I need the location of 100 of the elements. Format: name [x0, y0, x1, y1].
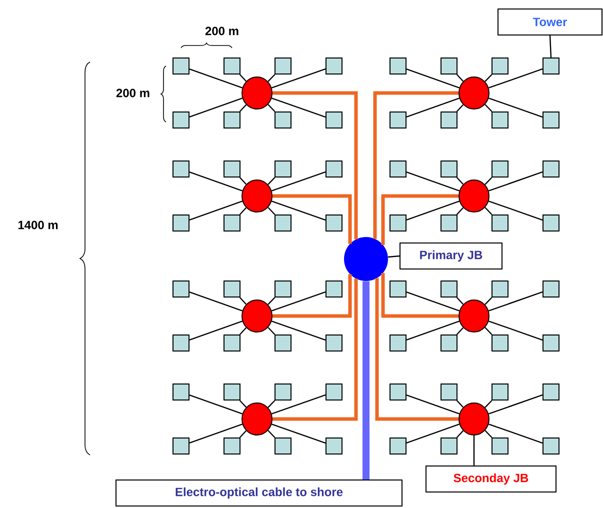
junction-circle: [458, 402, 490, 436]
tower-box: [440, 280, 458, 298]
connector-line: [268, 297, 276, 305]
junction-circle: [344, 237, 388, 281]
connector-line: [268, 104, 276, 112]
tower-box: [274, 160, 292, 178]
tower-box: [492, 438, 508, 454]
cable-line: [373, 91, 458, 239]
label-box: Primary JB: [400, 242, 502, 270]
tower-box: [542, 214, 560, 232]
connector-line: [484, 297, 492, 305]
tower-box: [224, 112, 240, 128]
tower-box: [274, 334, 292, 352]
junction-circle: [458, 180, 490, 212]
tower-box: [390, 280, 406, 298]
cable-line: [272, 274, 352, 318]
connector-line: [488, 68, 543, 88]
tower-box: [440, 334, 458, 352]
connector-line: [268, 430, 276, 438]
connector-line: [456, 430, 464, 438]
tower-box: [440, 438, 458, 454]
junction-circle: [458, 76, 490, 110]
tower-box: [440, 384, 458, 400]
connector-line: [488, 424, 543, 444]
connector-line: [272, 98, 326, 118]
connector-line: [272, 320, 326, 341]
tower-box: [440, 112, 458, 128]
connector-line: [268, 207, 276, 215]
leader-line: [473, 436, 475, 466]
tower-box: [274, 58, 292, 74]
tower-box: [390, 214, 406, 232]
connector-line: [406, 424, 460, 444]
tower-box: [492, 58, 508, 74]
connector-line: [488, 171, 543, 192]
tower-box: [492, 160, 508, 178]
tower-box: [440, 58, 458, 74]
connector-line: [189, 394, 242, 414]
connector-line: [488, 291, 543, 312]
connector-line: [484, 74, 492, 82]
tower-box: [390, 438, 406, 454]
tower-box: [440, 160, 458, 178]
tower-box: [542, 334, 560, 352]
tower-box: [326, 438, 342, 454]
tower-box: [492, 280, 508, 298]
connector-line: [189, 320, 242, 341]
tower-box: [492, 334, 508, 352]
tower-box: [172, 438, 190, 454]
connector-line: [484, 207, 492, 215]
connector-line: [406, 320, 460, 341]
connector-line: [189, 171, 242, 192]
junction-circle: [242, 180, 272, 212]
leader-line: [549, 35, 552, 58]
connector-line: [189, 98, 242, 118]
cable-line: [272, 91, 358, 240]
connector-line: [456, 327, 464, 335]
tower-box: [274, 214, 292, 232]
junction-circle: [242, 76, 272, 110]
connector-line: [484, 177, 492, 185]
connector-line: [488, 320, 543, 341]
dimension-label: 200 m: [205, 26, 238, 36]
connector-line: [456, 400, 464, 408]
connector-line: [189, 68, 242, 88]
tower-box: [172, 280, 190, 298]
connector-line: [268, 177, 276, 185]
tower-box: [172, 214, 190, 232]
tower-box: [390, 334, 406, 352]
cable-line: [362, 281, 370, 480]
connector-line: [239, 400, 247, 408]
connector-line: [239, 297, 247, 305]
tower-box: [492, 384, 508, 400]
tower-box: [326, 214, 342, 232]
junction-circle: [242, 300, 272, 332]
label-box: Tower: [498, 8, 602, 36]
tower-box: [542, 384, 560, 400]
connector-line: [239, 327, 247, 335]
connector-line: [484, 327, 492, 335]
junction-circle: [458, 300, 490, 332]
connector-line: [272, 291, 326, 312]
connector-line: [268, 400, 276, 408]
tower-box: [274, 438, 292, 454]
cable-line: [381, 273, 458, 318]
connector-line: [456, 104, 464, 112]
tower-box: [492, 214, 508, 232]
tower-box: [326, 160, 342, 178]
connector-line: [406, 291, 460, 312]
tower-box: [224, 438, 240, 454]
cable-line: [381, 194, 458, 245]
connector-line: [272, 394, 326, 414]
tower-box: [172, 160, 190, 178]
connector-line: [272, 68, 326, 88]
tower-box: [326, 280, 342, 298]
connector-line: [456, 177, 464, 185]
tower-box: [440, 214, 458, 232]
junction-circle: [242, 402, 272, 436]
connector-line: [239, 74, 247, 82]
tower-box: [542, 280, 560, 298]
tower-box: [224, 160, 240, 178]
tower-box: [224, 384, 240, 400]
tower-box: [390, 384, 406, 400]
dimension-label: 200 m: [116, 88, 150, 98]
